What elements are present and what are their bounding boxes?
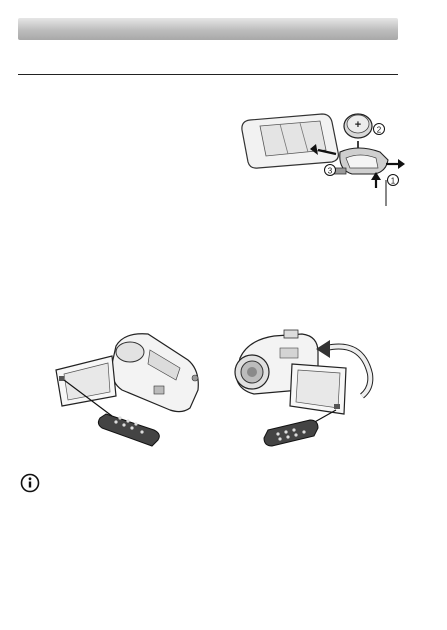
remote-body <box>241 113 339 169</box>
section-divider <box>18 74 398 75</box>
battery-plus-symbol: + <box>355 119 361 131</box>
step-marker-1: 1 <box>387 174 399 186</box>
wireless-remote <box>97 413 160 447</box>
wireless-remote <box>263 419 319 447</box>
rotation-arrow <box>316 340 374 399</box>
step-marker-3: 3 <box>324 164 336 176</box>
svg-text:2: 2 <box>377 126 382 135</box>
camcorder-body <box>111 333 199 413</box>
lcd-panel <box>55 355 117 407</box>
remote-use-figure-rotated <box>222 318 382 458</box>
lcd-panel-rotated <box>289 363 347 415</box>
svg-text:3: 3 <box>328 167 333 176</box>
battery-holder <box>329 147 389 175</box>
svg-text:1: 1 <box>391 177 396 186</box>
info-icon <box>20 473 40 493</box>
coin-battery: + <box>343 113 373 139</box>
insert-arrow <box>310 144 337 156</box>
section-header-bar <box>18 18 398 40</box>
remote-sensor <box>59 376 64 381</box>
remote-use-figure-front <box>50 320 210 448</box>
remote-sensor <box>334 404 340 409</box>
battery-replacement-figure: + 1 2 3 <box>230 108 410 206</box>
step-marker-2: 2 <box>373 123 385 135</box>
